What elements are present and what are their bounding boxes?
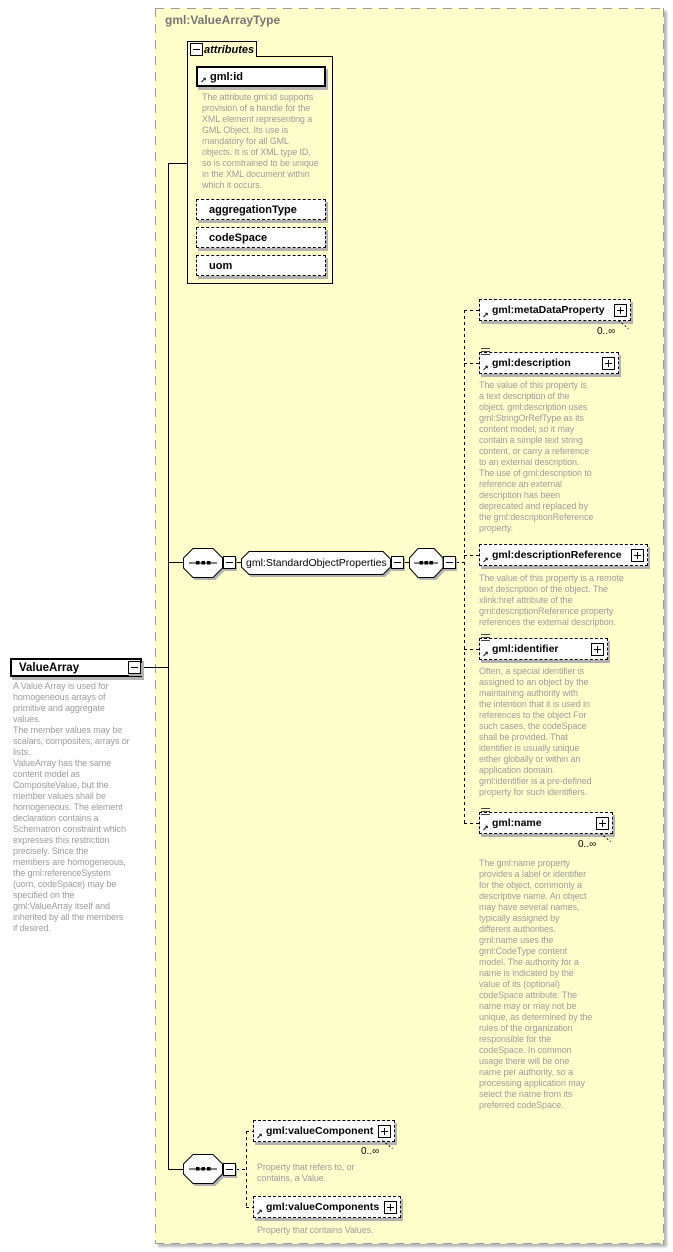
branch-descriptionreference [464,555,479,556]
reference-arrow-icon: ↗ [482,364,489,373]
element-metadataproperty[interactable]: ↗ gml:metaDataProperty [479,299,631,321]
collapse-valuearray-icon[interactable] [128,661,141,674]
annotation-icon [481,634,490,642]
occurrence-label: 0..∞ [578,839,597,850]
branch-identifier [464,649,479,650]
reference-arrow-icon: ↗ [256,1208,263,1217]
occurrence-label: 0..∞ [597,326,616,337]
connector-to-sequence2 [168,1169,183,1170]
attribute-uom[interactable]: uom [196,255,326,276]
attribute-codespace[interactable]: codeSpace [196,227,326,248]
collapse-sequence2-icon[interactable] [443,556,456,569]
connector-seq2-trunk [456,562,464,563]
expand-descriptionreference-icon[interactable] [631,548,644,562]
connector-to-sequence1 [168,562,183,563]
valuecomponents-annotation: Property that contains Values. [257,1225,374,1235]
expand-name-icon[interactable] [596,816,609,830]
element-label: gml:name [492,817,542,829]
element-label: gml:valueComponent [266,1125,374,1137]
connector-seq-bottom-trunk [236,1169,246,1170]
gml-id-description: The attribute gml:id supports provision … [202,92,319,190]
element-label: gml:metaDataProperty [492,304,605,316]
descriptionreference-annotation: The value of this property is a remote t… [479,573,624,627]
annotation-icon [481,348,490,356]
branch-valuecomponents [246,1207,253,1208]
expand-identifier-icon[interactable] [591,642,604,656]
attribute-aggregationtype[interactable]: aggregationType [196,199,326,220]
branch-name [464,823,479,824]
expand-metadataproperty-icon[interactable] [614,303,627,317]
group-ref-shape[interactable] [241,551,392,576]
occurrence-label: 0..∞ [361,1146,380,1157]
branch-valuecomponent [246,1131,253,1132]
sequence-icon [183,548,223,578]
connector-to-attributes [168,163,187,164]
outer-border-top [155,8,664,9]
element-identifier[interactable]: ↗ gml:identifier [479,634,608,660]
attributes-tab: attributes [187,41,257,57]
annotation-icon [481,808,490,816]
element-valuecomponent[interactable]: ↗ gml:valueComponent [253,1120,395,1142]
name-annotation: The gml:name property provides a label o… [479,858,593,1110]
identifier-annotation: Often, a special identifier is assigned … [479,666,592,797]
expand-valuecomponents-icon[interactable] [384,1200,397,1214]
attribute-label: codeSpace [209,231,268,244]
reference-arrow-icon: ↗ [482,556,489,565]
element-label: gml:description [492,357,571,369]
attributes-box [187,56,333,284]
reference-arrow-icon: ↗ [482,311,489,320]
description-annotation: The value of this property is a text des… [479,380,594,533]
collapse-group-icon[interactable] [391,556,404,569]
sequence-icon [183,1154,223,1184]
sequence-icon [409,548,444,578]
connector-group-seq2 [404,562,409,563]
element-valuearray[interactable]: ValueArray [10,658,142,677]
branch-metadataproperty [464,310,479,311]
group-ref-label: gml:StandardObjectProperties [246,557,387,569]
branch-description [464,363,479,364]
connector-from-valuearray [142,667,168,668]
connector-seq1-group [236,562,241,563]
element-label: gml:descriptionReference [492,549,622,561]
outer-border-right [663,8,664,1244]
valuearray-description: A Value Array is used for homogeneous ar… [13,681,130,933]
reference-arrow-icon: ↗ [256,1132,263,1141]
valuecomponent-annotation: Property that refers to, or contains, a … [257,1162,355,1183]
reference-arrow-icon: ↗ [200,76,207,85]
element-descriptionreference[interactable]: ↗ gml:descriptionReference [479,544,648,566]
attributes-label: attributes [204,43,255,56]
expand-valuecomponent-icon[interactable] [378,1124,391,1138]
element-label: gml:valueComponents [266,1201,380,1213]
connector-trunk [168,163,169,1170]
outer-border-bottom [155,1243,664,1244]
reference-arrow-icon: ↗ [482,650,489,659]
collapse-sequence3-icon[interactable] [223,1163,236,1176]
outer-border-left [155,8,156,1244]
element-name[interactable]: ↗ gml:name [479,808,613,834]
page-title: gml:ValueArrayType [165,13,281,27]
element-label: gml:identifier [492,643,559,655]
element-label: ValueArray [19,661,80,674]
element-valuecomponents[interactable]: ↗ gml:valueComponents [253,1196,401,1218]
reference-arrow-icon: ↗ [482,824,489,833]
collapse-sequence1-icon[interactable] [223,556,236,569]
right-branch-trunk [464,310,465,823]
collapse-attributes-icon[interactable] [190,43,203,56]
bottom-branch-trunk [246,1131,247,1208]
attribute-label: gml:id [210,70,243,83]
attribute-gml-id[interactable]: ↗ gml:id [196,66,326,87]
attribute-label: uom [209,259,233,272]
expand-description-icon[interactable] [602,356,615,370]
element-description[interactable]: ↗ gml:description [479,348,619,374]
attribute-label: aggregationType [209,203,297,216]
